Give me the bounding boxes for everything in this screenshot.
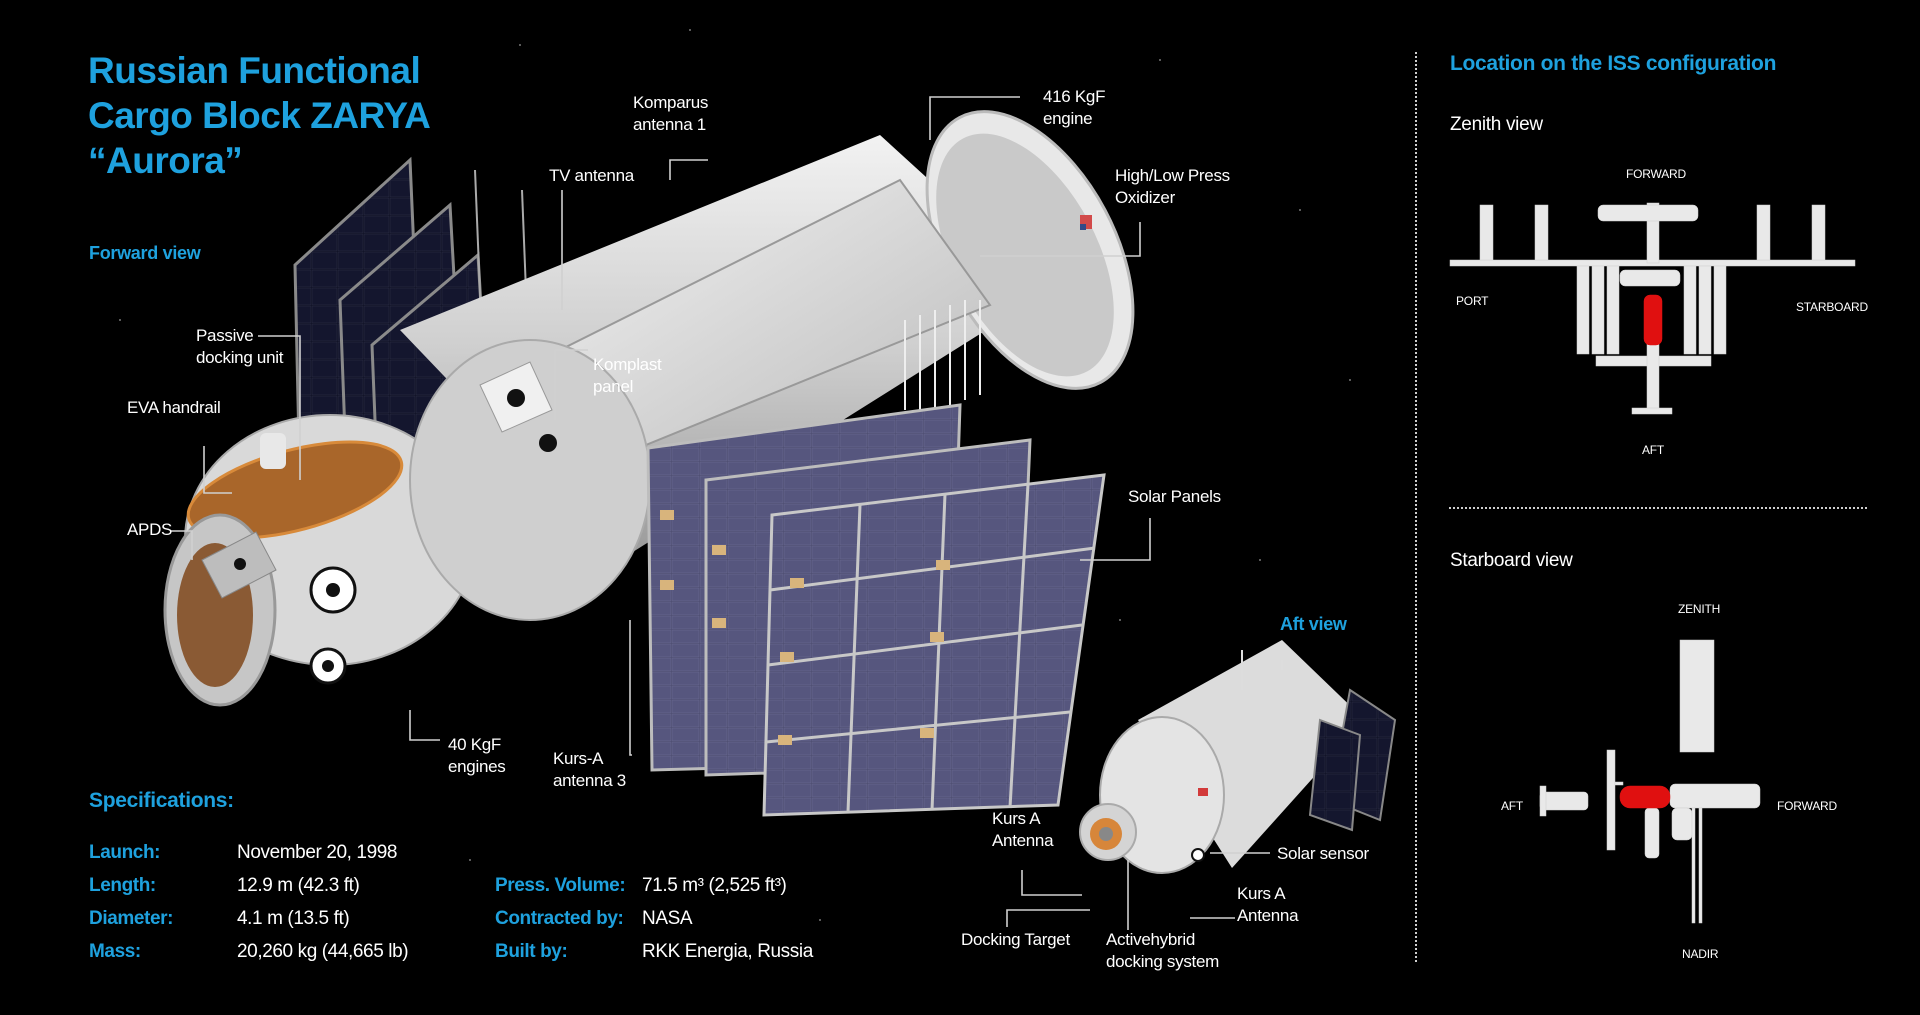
forward-docking-node	[163, 339, 651, 707]
zenith-label-aft: AFT	[1642, 443, 1665, 457]
iss-zenith-diagram	[1449, 202, 1856, 415]
specifications-heading: Specifications:	[89, 789, 234, 812]
page-title: Russian Functional Cargo Block ZARYA “Au…	[88, 50, 431, 181]
callout-apds: APDS	[127, 520, 173, 539]
callout-leaders	[170, 96, 1270, 930]
callout-passive-docking-unit: Passive docking unit	[196, 326, 284, 367]
callout-solar-sensor: Solar sensor	[1277, 844, 1369, 863]
forward-view-label: Forward view	[89, 243, 201, 263]
callout-416-kgf-engine: 416 KgF engine	[1043, 87, 1106, 128]
zenith-label-forward: FORWARD	[1626, 167, 1686, 181]
starboard-label-nadir: NADIR	[1682, 947, 1719, 961]
callout-40-kgf-engines: 40 KgF engines	[448, 735, 506, 776]
callout-kurs-a-antenna-3: Kurs-A antenna 3	[553, 749, 626, 790]
zenith-label-starboard: STARBOARD	[1796, 300, 1868, 314]
callout-active-hybrid-docking: Activehybrid docking system	[1106, 930, 1219, 971]
aft-view-module	[1079, 640, 1397, 874]
starboard-view-title: Starboard view	[1450, 550, 1573, 571]
starboard-label-zenith: ZENITH	[1678, 602, 1721, 616]
callout-kurs-a-antenna-right: Kurs A Antenna	[1237, 884, 1299, 925]
front-solar-arrays	[646, 403, 1106, 817]
starboard-label-aft: AFT	[1501, 799, 1524, 813]
starboard-label-forward: FORWARD	[1777, 799, 1837, 813]
zenith-view-title: Zenith view	[1450, 114, 1543, 135]
callout-eva-handrail: EVA handrail	[127, 398, 221, 417]
panel-divider-horizontal	[1449, 507, 1867, 509]
callout-komparus-antenna: Komparus antenna 1	[633, 93, 709, 134]
iss-location-heading: Location on the ISS configuration	[1450, 52, 1777, 75]
callout-tv-antenna: TV antenna	[549, 166, 634, 185]
zenith-label-port: PORT	[1456, 294, 1489, 308]
callout-komplast-panel: Komplast panel	[593, 355, 662, 396]
callout-docking-target: Docking Target	[961, 930, 1070, 949]
callout-oxidizer: High/Low Press Oxidizer	[1115, 166, 1230, 207]
callout-solar-panels: Solar Panels	[1128, 487, 1221, 506]
iss-starboard-diagram	[1539, 639, 1761, 924]
panel-divider-vertical	[1415, 52, 1417, 962]
callout-kurs-a-antenna-left: Kurs A Antenna	[992, 809, 1054, 850]
aft-view-label: Aft view	[1280, 614, 1347, 634]
